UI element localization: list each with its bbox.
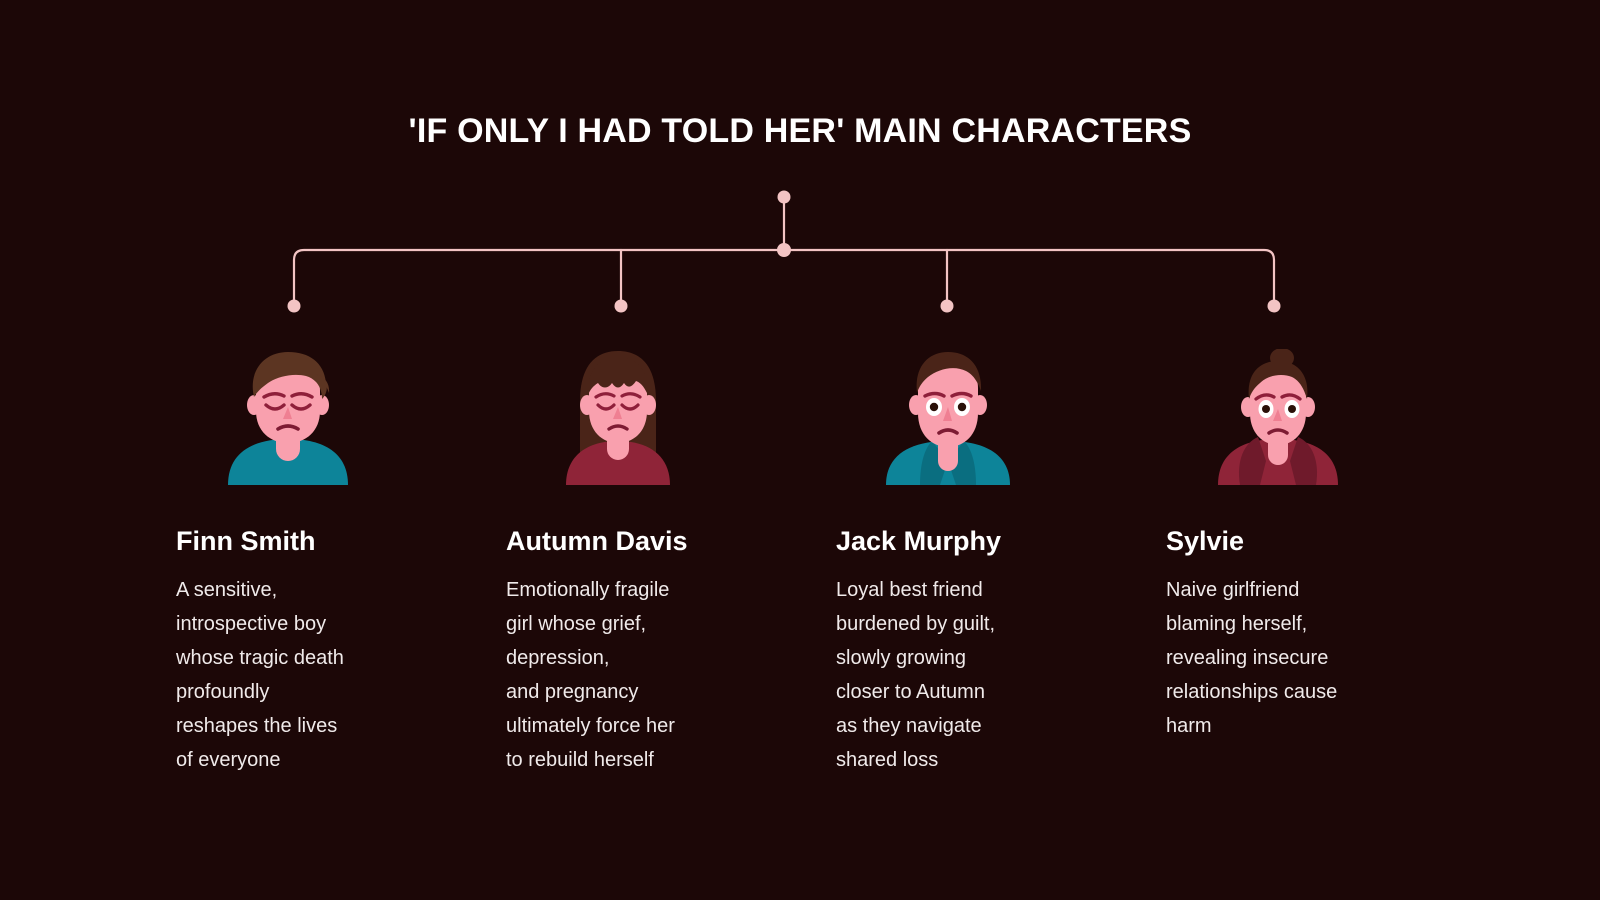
character-name: Sylvie [1166,526,1245,556]
org-tree-connector [287,190,1281,313]
connector-dot-2 [614,299,628,313]
character-name: Jack Murphy [836,526,1002,556]
avatar-wrap-autumn [453,340,783,485]
character-column-jack-murphy: Jack Murphy Loyal best friend burdened b… [783,340,1113,777]
avatar-sylvie-icon [1218,349,1338,485]
avatar-wrap-finn [123,340,453,485]
character-column-autumn-davis: Autumn Davis Emotionally fragile girl wh… [453,340,783,777]
avatar-wrap-sylvie [1113,340,1443,485]
character-column-finn-smith: Finn Smith A sensitive, introspective bo… [123,340,453,777]
connector-dot-junction [777,243,791,257]
connector-dot-3 [940,299,954,313]
character-description: Loyal best friend burdened by guilt, slo… [836,579,996,772]
character-description: Emotionally fragile girl whose grief, de… [506,579,675,772]
character-name: Finn Smith [176,526,316,556]
character-description: Naive girlfriend blaming herself, reveal… [1166,579,1338,738]
avatar-wrap-jack [783,340,1113,485]
connector-dot-root [777,190,791,204]
avatar-jack-icon [886,352,1010,485]
character-column-sylvie: Sylvie Naive girlfriend blaming herself,… [1113,340,1443,743]
connector-dot-1 [287,299,301,313]
connector-horizontal-bus [292,248,1276,308]
avatar-autumn-icon [566,351,670,485]
page-title: 'IF ONLY I HAD TOLD HER' MAIN CHARACTERS [408,112,1192,150]
character-name: Autumn Davis [506,526,688,556]
connector-dot-4 [1267,299,1281,313]
avatar-finn-icon [228,352,348,485]
character-description: A sensitive, introspective boy whose tra… [176,579,344,772]
